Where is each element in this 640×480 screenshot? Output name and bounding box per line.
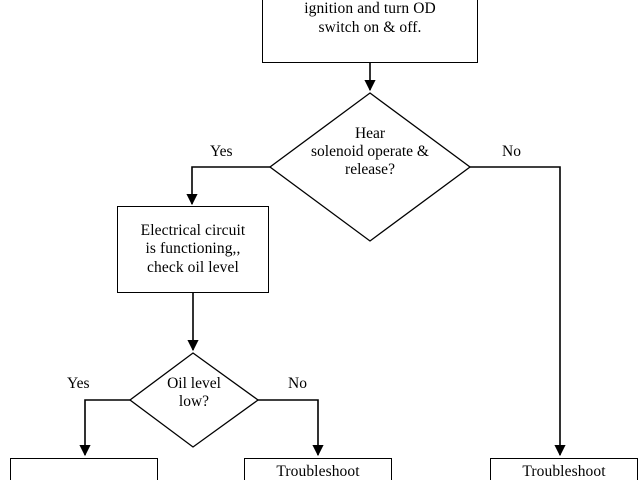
electrical-circuit-box[interactable]: Electrical circuit is functioning,, chec… [117,206,269,293]
edge-solenoid-no [470,166,566,457]
oil-level-decision[interactable]: Oil level low? [130,353,258,447]
edge-label-solenoid-yes: Yes [210,143,233,160]
edge-oil-no [258,399,324,457]
hear-solenoid-decision-label: Hear solenoid operate & release? [311,125,429,178]
edge-label-solenoid-no: No [502,143,521,160]
start-box-label: ignition and turn OD switch on & off. [304,0,436,36]
bottom-middle-box-label: Troubleshoot [276,463,360,480]
edge-label-oil-yes: Yes [67,375,90,392]
oil-level-decision-label: Oil level low? [167,375,221,410]
bottom-left-box[interactable] [10,458,158,480]
bottom-right-box-label: Troubleshoot [522,463,606,480]
edge-solenoid-yes [186,166,270,206]
edge-label-oil-no: No [288,375,307,392]
edge-oil-yes [79,399,130,457]
start-box[interactable]: ignition and turn OD switch on & off. [262,0,478,63]
electrical-circuit-box-label: Electrical circuit is functioning,, chec… [140,222,246,276]
bottom-right-box[interactable]: Troubleshoot [490,458,638,480]
hear-solenoid-decision[interactable]: Hear solenoid operate & release? [270,93,470,241]
bottom-middle-box[interactable]: Troubleshoot [244,458,392,480]
